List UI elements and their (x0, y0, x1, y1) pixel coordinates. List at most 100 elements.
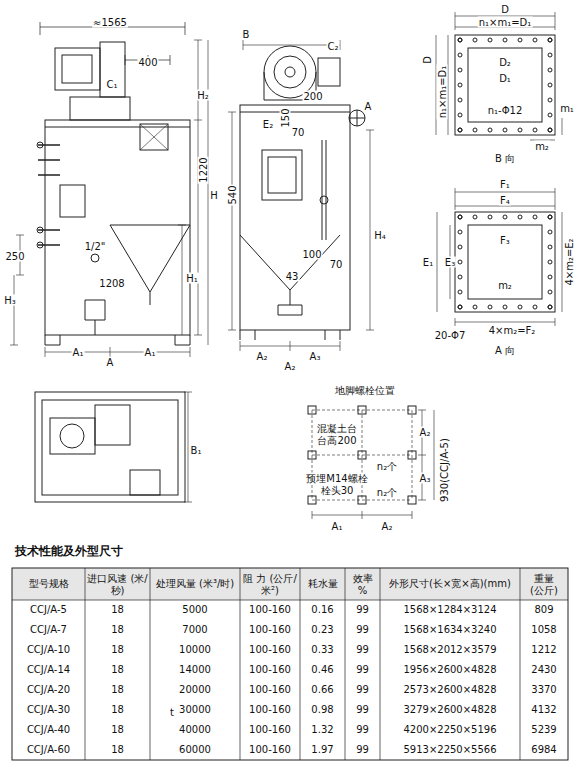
table-cell: 1.97 (302, 744, 343, 756)
table-header: 效率 % (347, 573, 378, 596)
table-cell: 7000 (152, 624, 238, 636)
table-cell: 809 (522, 604, 566, 616)
table-cell: CCJ/A-60 (14, 744, 83, 756)
table-cell: 100-160 (242, 604, 298, 616)
dimension-label: 540 (227, 184, 238, 205)
dimension-label: E₃ (444, 257, 456, 268)
table-cell: 4200×2250×5196 (382, 724, 518, 736)
dimension-label: 4×m₂=F₂ (488, 325, 537, 336)
table-cell: CCJ/A-20 (14, 684, 83, 696)
anchor-bolt (358, 406, 366, 414)
table-cell: 18 (87, 664, 148, 676)
bolt-hole (518, 215, 522, 219)
dimension-label: F₃ (499, 235, 511, 246)
bolt-hole (473, 305, 477, 309)
dimension-label: A₁ (72, 347, 85, 358)
dimension-label: 预埋M14螺栓 (305, 473, 368, 484)
table-cell: 2430 (522, 664, 566, 676)
dimension-label: 70 (291, 127, 306, 138)
anchor-bolt (358, 451, 366, 459)
bolt-hole (548, 83, 552, 87)
table-cell: 1212 (522, 644, 566, 656)
dimension-label: m₁ (559, 103, 575, 114)
dimension-label: t (169, 707, 175, 718)
table-cell: 10000 (152, 644, 238, 656)
dimension-label: 台高200 (316, 435, 357, 446)
dimension-label: 70 (329, 259, 344, 270)
bolt-hole (488, 215, 492, 219)
dimension-label: 200 (302, 91, 323, 102)
table-cell: 18 (87, 744, 148, 756)
dimension-label: H₄ (373, 230, 387, 241)
table-cell: 100-160 (242, 624, 298, 636)
dimension-label: A₂ (256, 351, 269, 362)
anchor-bolt (358, 496, 366, 504)
table-header: 外形尺寸(长×宽×高)(mm) (382, 578, 518, 590)
table-cell: 18 (87, 684, 148, 696)
bolt-hole (548, 275, 552, 279)
bolt-hole (518, 305, 522, 309)
dimension-label: B₁ (190, 445, 203, 456)
dimension-label: ≈1565 (92, 17, 128, 28)
table-cell: 20000 (152, 684, 238, 696)
table-cell: 14000 (152, 664, 238, 676)
table-cell: 100-160 (242, 684, 298, 696)
table-cell: CCJ/A-30 (14, 704, 83, 716)
bolt-hole (548, 128, 552, 132)
dimension-label: n₁×m₁=D₁ (478, 17, 533, 28)
dimension-label: B 向 (494, 153, 516, 164)
anchor-bolt (308, 406, 316, 414)
bolt-hole (458, 230, 462, 234)
bolt-hole (548, 215, 552, 219)
dimension-label: 地脚螺栓位置 (334, 385, 396, 396)
anchor-bolt (308, 451, 316, 459)
dimension-label: D (422, 55, 433, 65)
table-cell: 99 (347, 624, 378, 636)
table-cell: 99 (347, 644, 378, 656)
table-cell: 100-160 (242, 724, 298, 736)
dimension-label: H₂ (196, 90, 210, 101)
side-view (228, 40, 374, 351)
dimension-label: A₁ (331, 521, 344, 532)
bolt-hole (458, 305, 462, 309)
table-cell: 99 (347, 684, 378, 696)
dimension-label: m₂ (534, 141, 550, 152)
dimension-label: n₁-Φ12 (487, 105, 524, 116)
dimension-label: 100 (301, 249, 322, 260)
anchor-bolt (308, 496, 316, 504)
dimension-label: 20-Φ7 (434, 330, 467, 341)
bolt-hole (503, 38, 507, 42)
dimension-label: A (106, 357, 115, 368)
dimension-label: F₄ (499, 195, 511, 206)
top-view (35, 392, 192, 502)
b-view-flange (436, 12, 562, 140)
bolt-hole (503, 305, 507, 309)
dimension-label: A 向 (494, 345, 516, 356)
table-cell: 0.98 (302, 704, 343, 716)
table-cell: 3370 (522, 684, 566, 696)
bolt-hole (548, 290, 552, 294)
bolt-hole (548, 305, 552, 309)
table-cell: 6984 (522, 744, 566, 756)
table-cell: 0.33 (302, 644, 343, 656)
bolt-hole (458, 113, 462, 117)
dimension-label: 150 (280, 107, 291, 128)
table-cell: 100-160 (242, 704, 298, 716)
dimension-label: n₂个 (376, 487, 398, 498)
bolt-hole (548, 215, 552, 219)
table-cell: 0.46 (302, 664, 343, 676)
dimension-label: C₁ (106, 79, 119, 90)
table-cell: 40000 (152, 724, 238, 736)
dimension-label: 930(CCJ/A-5) (439, 437, 450, 503)
dimension-label: 1208 (98, 278, 125, 289)
bolt-hole (458, 128, 462, 132)
bolt-hole (548, 53, 552, 57)
table-cell: 18 (87, 624, 148, 636)
table-cell: 2573×2600×4828 (382, 684, 518, 696)
dimension-label: 400 (137, 57, 158, 68)
bolt-hole (458, 68, 462, 72)
bolt-hole (458, 128, 462, 132)
dimension-label: n₁×m₁=D₁ (437, 65, 448, 120)
table-cell: 3279×2600×4828 (382, 704, 518, 716)
